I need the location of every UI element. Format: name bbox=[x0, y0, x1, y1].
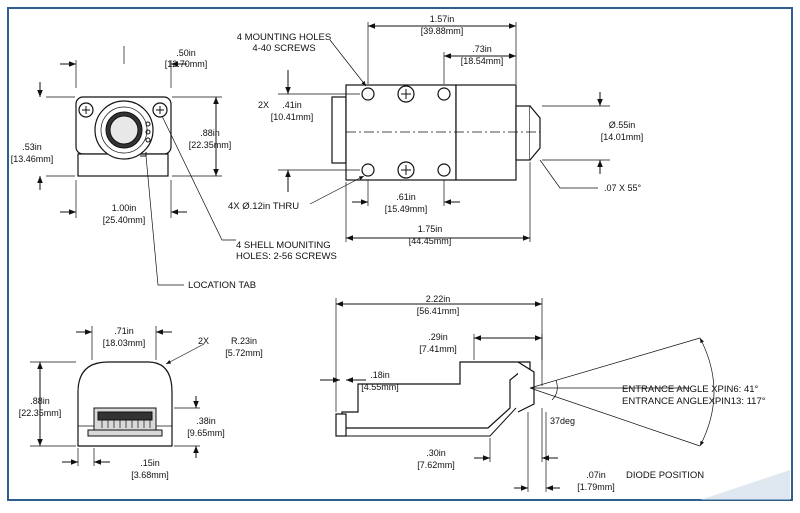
dim-pin-offset: .15in bbox=[140, 458, 160, 468]
dim-nose-mm: [7.41mm] bbox=[419, 344, 457, 354]
dim-diameter-mm: [14.01mm] bbox=[601, 132, 644, 142]
dim-pin-height: .38in bbox=[196, 416, 216, 426]
diode-position-label: DIODE POSITION bbox=[626, 470, 704, 481]
dim-diode-mm: [1.79mm] bbox=[577, 482, 615, 492]
dim-end-height: .88in bbox=[30, 396, 50, 406]
dim-side-hole-spacing-mm: [10.41mm] bbox=[271, 112, 314, 122]
dim-end-height-mm: [22.35mm] bbox=[19, 408, 62, 418]
sheet-border bbox=[7, 7, 793, 501]
dim-length-mm: [39.88mm] bbox=[421, 26, 464, 36]
dim-hole-offset-mm: [15.49mm] bbox=[385, 204, 428, 214]
end-view-dimensions bbox=[30, 326, 205, 466]
dim-radius-qty: 2X bbox=[198, 336, 209, 346]
dim-step-mm: [4.55mm] bbox=[361, 382, 399, 392]
dim-hole-spacing: 1.00in bbox=[112, 203, 137, 213]
dim-diameter: Ø.55in bbox=[609, 120, 636, 130]
dim-hole-spacing-qty: 2X bbox=[258, 100, 269, 110]
dim-section-length: 2.22in bbox=[426, 294, 451, 304]
dim-width: .50in bbox=[176, 48, 196, 58]
dim-pin-offset-mm: [3.68mm] bbox=[131, 470, 169, 480]
shell-holes-leader bbox=[161, 115, 236, 241]
dim-body-height-mm: [22.35mm] bbox=[189, 140, 232, 150]
mounting-holes-note-1: 4 MOUNTING HOLES bbox=[237, 32, 332, 43]
dim-radius-mm: [5.72mm] bbox=[225, 348, 263, 358]
location-tab-leader bbox=[145, 155, 184, 286]
entrance-angle-pin13: ENTRANCE ANGLEXPIN13: 117° bbox=[622, 396, 766, 407]
dim-nose: .29in bbox=[428, 332, 448, 342]
dim-body-height: .88in bbox=[200, 128, 220, 138]
side-view-dimensions bbox=[278, 22, 610, 242]
dim-step: .18in bbox=[370, 370, 390, 380]
location-tab-note: LOCATION TAB bbox=[188, 280, 256, 291]
dim-overall-mm: [44.45mm] bbox=[409, 236, 452, 246]
side-view bbox=[331, 84, 541, 181]
front-view bbox=[75, 96, 172, 177]
thru-holes-note: 4X Ø.12in THRU bbox=[228, 201, 299, 212]
dim-angle: 37deg bbox=[550, 416, 575, 426]
corner-decoration bbox=[700, 470, 790, 500]
dim-diode: .07in bbox=[586, 470, 606, 480]
dim-height-mm: [13.46mm] bbox=[11, 154, 54, 164]
dim-pin-height-mm: [9.65mm] bbox=[187, 428, 225, 438]
shell-holes-note-1: 4 SHELL MOUNITING bbox=[236, 240, 331, 251]
entrance-angle-pin6: ENTRANCE ANGLE XPIN6: 41° bbox=[622, 384, 759, 395]
dim-end-width-mm: [18.03mm] bbox=[103, 338, 146, 348]
dim-hole-offset: .61in bbox=[396, 192, 416, 202]
section-view-dimensions bbox=[320, 298, 715, 492]
dim-length: 1.57in bbox=[430, 14, 455, 24]
dim-hole-spacing-mm: [25.40mm] bbox=[103, 215, 146, 225]
dim-hole-to-end: .73in bbox=[472, 44, 492, 54]
dim-width-mm: [12.70mm] bbox=[165, 59, 208, 69]
mounting-holes-note-2: 4-40 SCREWS bbox=[252, 43, 315, 54]
shell-holes-note-2: HOLES: 2-56 SCREWS bbox=[236, 251, 337, 262]
dim-overall: 1.75in bbox=[418, 224, 443, 234]
front-view-dimensions bbox=[37, 46, 222, 218]
dim-radius: R.23in bbox=[231, 336, 257, 346]
dim-base: .30in bbox=[426, 448, 446, 458]
dim-end-width: .71in bbox=[114, 326, 134, 336]
dim-height: .53in bbox=[22, 142, 42, 152]
dim-base-mm: [7.62mm] bbox=[417, 460, 455, 470]
dim-section-length-mm: [56.41mm] bbox=[417, 306, 460, 316]
end-view bbox=[77, 361, 173, 447]
dim-side-hole-spacing: .41in bbox=[282, 100, 302, 110]
dim-chamfer: .07 X 55° bbox=[604, 183, 642, 193]
dim-hole-to-end-mm: [18.54mm] bbox=[461, 56, 504, 66]
section-view bbox=[335, 337, 701, 447]
